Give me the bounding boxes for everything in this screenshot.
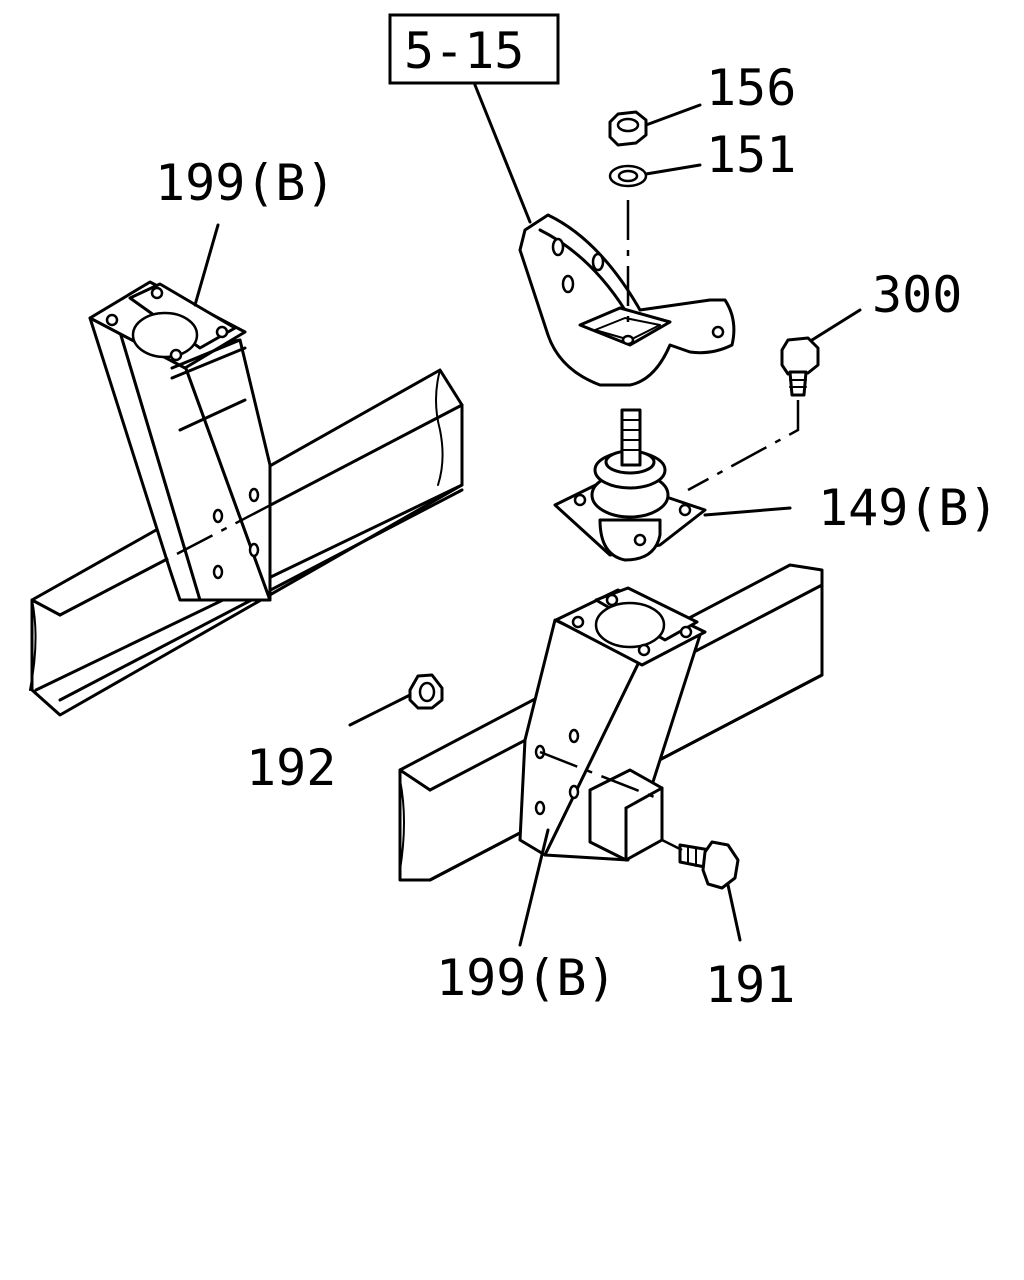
upper-mount-bracket	[473, 83, 736, 387]
nut-192	[348, 673, 444, 727]
reference-box-5-15[interactable]: 5-15	[388, 13, 560, 85]
callout-300[interactable]: 300	[872, 266, 962, 324]
callout-199b-top[interactable]: 199(B)	[155, 154, 336, 212]
callout-151[interactable]: 151	[706, 126, 796, 184]
bolt-191	[661, 838, 742, 942]
right-bracket-199b	[518, 586, 707, 862]
callout-149b[interactable]: 149(B)	[818, 479, 999, 537]
callout-192[interactable]: 192	[246, 739, 336, 797]
callout-191[interactable]: 191	[705, 956, 795, 1014]
washer-151	[608, 163, 702, 188]
callout-156[interactable]: 156	[706, 59, 796, 117]
reference-box-label: 5-15	[404, 22, 524, 80]
callout-199b-bottom[interactable]: 199(B)	[436, 949, 617, 1007]
bolt-300	[687, 308, 862, 492]
left-bracket-199b	[59, 280, 463, 617]
rubber-mount-149b	[553, 408, 792, 562]
nut-156	[608, 103, 702, 147]
